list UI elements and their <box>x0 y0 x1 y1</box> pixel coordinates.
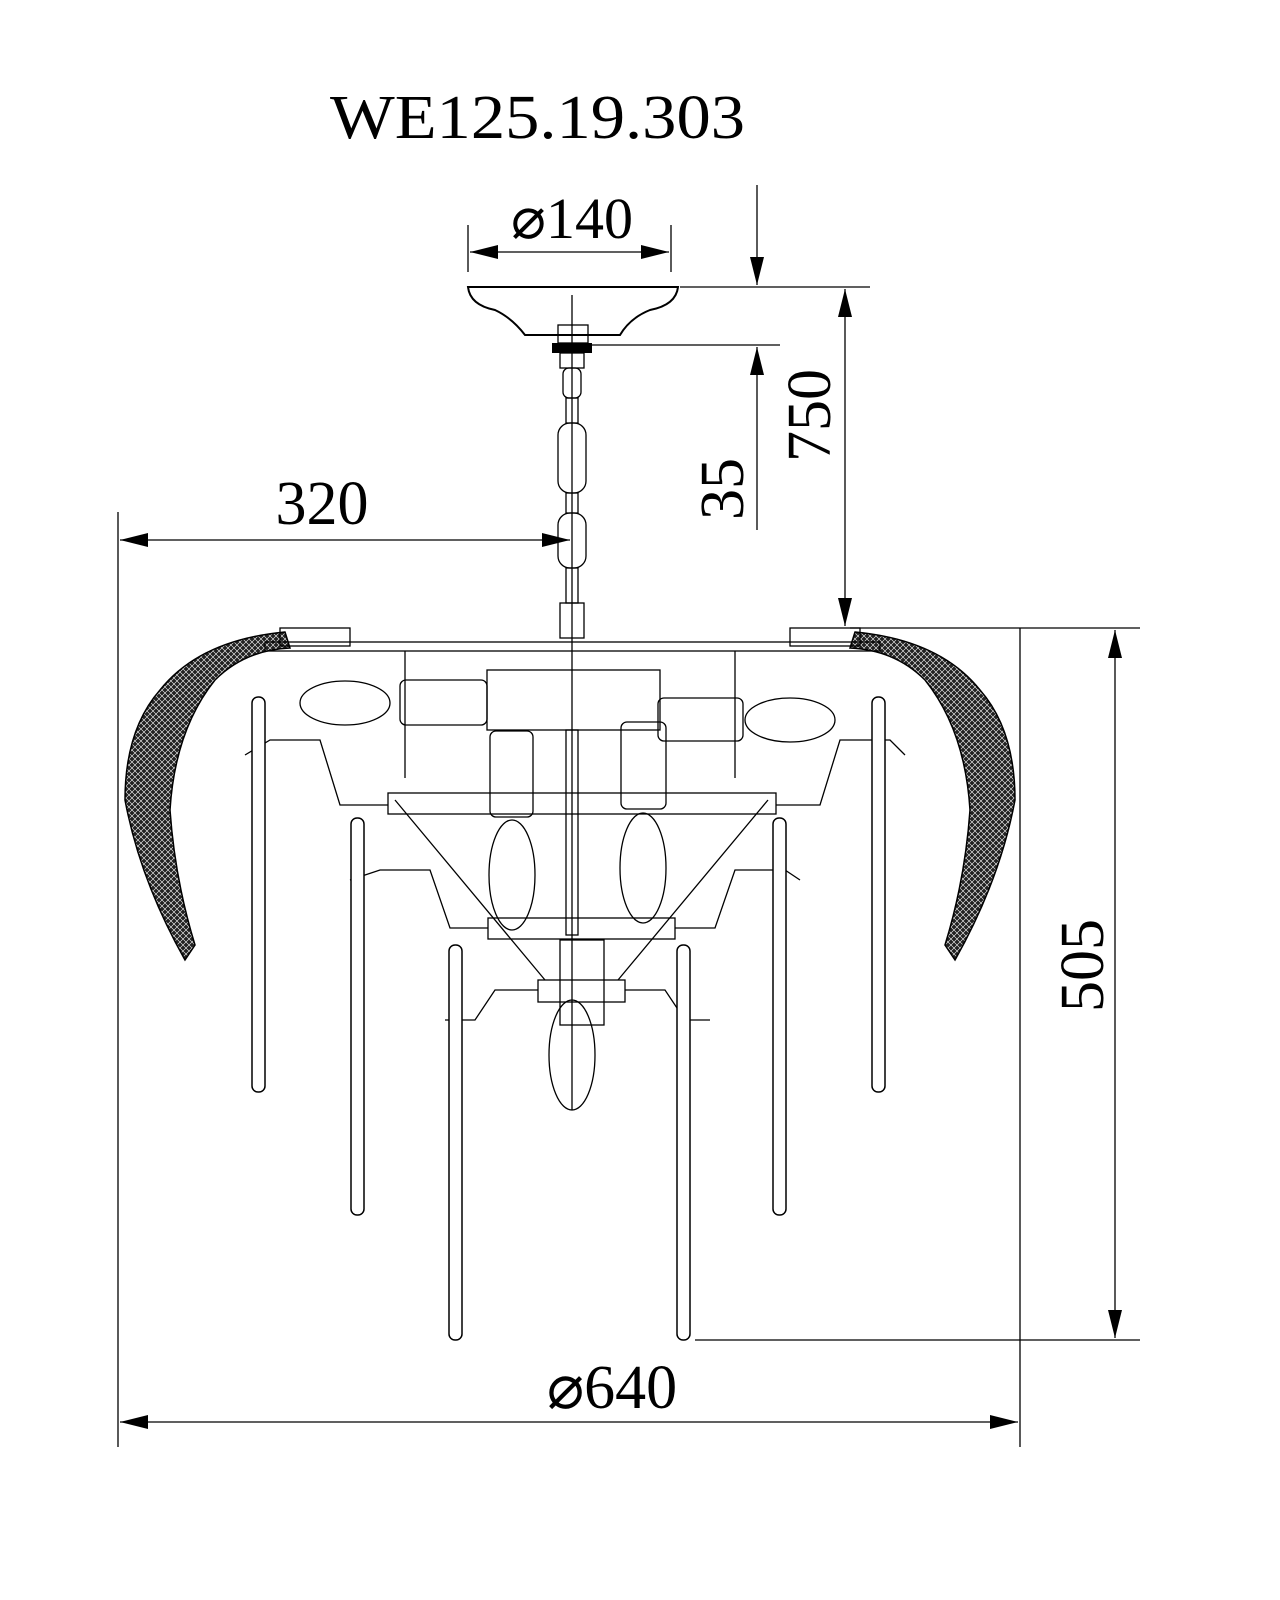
glass-rod <box>871 696 886 1093</box>
canopy-height-label: 35 <box>689 458 757 520</box>
canopy-diameter-dimension: ⌀140 <box>467 186 672 272</box>
chandelier-frame <box>244 641 906 1111</box>
model-code-title: WE125.19.303 <box>330 84 745 152</box>
glass-rod <box>448 944 463 1341</box>
body-height-dimension: 505 <box>695 627 1140 1341</box>
overall-diameter-label: ⌀640 <box>547 1354 677 1422</box>
glass-rods <box>251 696 886 1341</box>
right-shade <box>848 631 1016 962</box>
ceiling-canopy <box>466 286 680 369</box>
left-shade <box>124 631 292 962</box>
glass-rod <box>251 696 266 1093</box>
radius-label: 320 <box>276 470 369 538</box>
height-dimensions: 35 750 <box>590 185 870 626</box>
glass-rod <box>676 944 691 1341</box>
body-height-label: 505 <box>1049 919 1117 1012</box>
overall-diameter-dimension: ⌀640 <box>117 512 1021 1447</box>
radius-dimension: 320 <box>120 470 570 547</box>
glass-rod <box>772 817 787 1216</box>
glass-rod <box>350 817 365 1216</box>
suspension-chain <box>557 345 587 660</box>
canopy-diameter-label: ⌀140 <box>511 186 633 251</box>
total-height-label: 750 <box>776 369 844 462</box>
